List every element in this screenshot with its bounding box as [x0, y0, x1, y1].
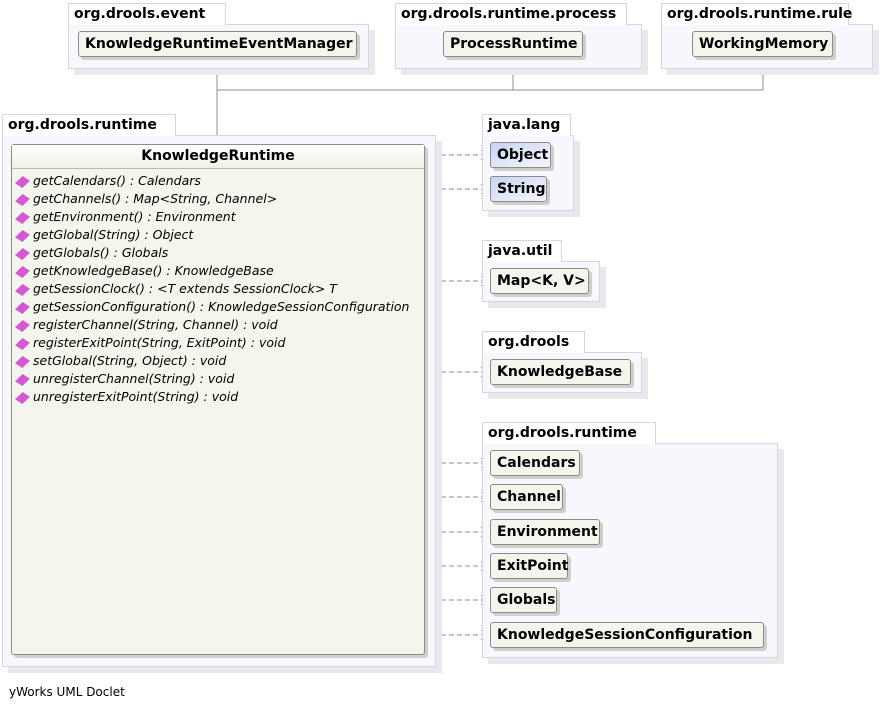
method-list: getCalendars() : Calendars getChannels()… [12, 169, 424, 407]
package-title: org.drools.runtime [2, 114, 176, 136]
package-title: org.drools [482, 331, 585, 353]
class-knowledge-base[interactable]: KnowledgeBase [490, 359, 631, 385]
method-icon [15, 301, 30, 314]
class-knowledge-session-configuration[interactable]: KnowledgeSessionConfiguration [490, 622, 764, 648]
class-name: KnowledgeRuntime [12, 145, 424, 169]
class-working-memory[interactable]: WorkingMemory [692, 31, 833, 57]
method-icon [15, 373, 30, 386]
class-knowledge-runtime-event-manager[interactable]: KnowledgeRuntimeEventManager [78, 31, 357, 57]
method-icon [15, 193, 30, 206]
package-title: java.lang [482, 114, 571, 136]
method-signature: getGlobal(String) : Object [33, 227, 194, 242]
method-signature: getSessionConfiguration() : KnowledgeSes… [33, 299, 410, 314]
method-signature: registerExitPoint(String, ExitPoint) : v… [33, 335, 286, 350]
class-process-runtime[interactable]: ProcessRuntime [443, 31, 583, 57]
method-signature: registerChannel(String, Channel) : void [33, 317, 278, 332]
method-signature: getEnvironment() : Environment [33, 209, 236, 224]
method-icon [15, 355, 30, 368]
method-signature: unregisterChannel(String) : void [33, 371, 235, 386]
method-signature: getChannels() : Map<String, Channel> [33, 191, 278, 206]
method-icon [15, 337, 30, 350]
method-item[interactable]: unregisterChannel(String) : void [15, 371, 424, 389]
package-title: org.drools.event [68, 3, 226, 25]
class-map[interactable]: Map<K, V> [490, 268, 589, 294]
package-org-drools-runtime-rule: org.drools.runtime.rule [661, 3, 873, 69]
class-globals[interactable]: Globals [490, 587, 557, 613]
method-item[interactable]: unregisterExitPoint(String) : void [15, 389, 424, 407]
method-icon [15, 391, 30, 404]
method-item[interactable]: registerChannel(String, Channel) : void [15, 317, 424, 335]
method-item[interactable]: getChannels() : Map<String, Channel> [15, 191, 424, 209]
class-exit-point[interactable]: ExitPoint [490, 553, 568, 579]
method-item[interactable]: registerExitPoint(String, ExitPoint) : v… [15, 335, 424, 353]
method-item[interactable]: getSessionConfiguration() : KnowledgeSes… [15, 299, 424, 317]
method-icon [15, 319, 30, 332]
method-icon [15, 265, 30, 278]
class-object[interactable]: Object [490, 142, 551, 168]
method-item[interactable]: getGlobal(String) : Object [15, 227, 424, 245]
method-icon [15, 175, 30, 188]
class-channel[interactable]: Channel [490, 484, 563, 510]
class-calendars[interactable]: Calendars [490, 450, 580, 476]
method-signature: getCalendars() : Calendars [33, 173, 201, 188]
method-item[interactable]: getGlobals() : Globals [15, 245, 424, 263]
method-item[interactable]: getKnowledgeBase() : KnowledgeBase [15, 263, 424, 281]
footer-credit: yWorks UML Doclet [9, 685, 125, 699]
method-signature: getGlobals() : Globals [33, 245, 169, 260]
method-signature: getKnowledgeBase() : KnowledgeBase [33, 263, 274, 278]
method-signature: getSessionClock() : <T extends SessionCl… [33, 281, 337, 296]
method-signature: setGlobal(String, Object) : void [33, 353, 227, 368]
class-string[interactable]: String [490, 176, 547, 202]
method-item[interactable]: getCalendars() : Calendars [15, 173, 424, 191]
method-item[interactable]: getEnvironment() : Environment [15, 209, 424, 227]
package-title: org.drools.runtime.process [395, 3, 627, 25]
package-title: java.util [482, 240, 562, 262]
method-signature: unregisterExitPoint(String) : void [33, 389, 239, 404]
package-title: org.drools.runtime [482, 422, 656, 444]
class-environment[interactable]: Environment [490, 519, 600, 545]
package-title: org.drools.runtime.rule [661, 3, 852, 25]
method-icon [15, 229, 30, 242]
class-knowledge-runtime[interactable]: KnowledgeRuntime getCalendars() : Calend… [11, 144, 425, 655]
method-icon [15, 247, 30, 260]
method-item[interactable]: setGlobal(String, Object) : void [15, 353, 424, 371]
method-item[interactable]: getSessionClock() : <T extends SessionCl… [15, 281, 424, 299]
method-icon [15, 283, 30, 296]
method-icon [15, 211, 30, 224]
